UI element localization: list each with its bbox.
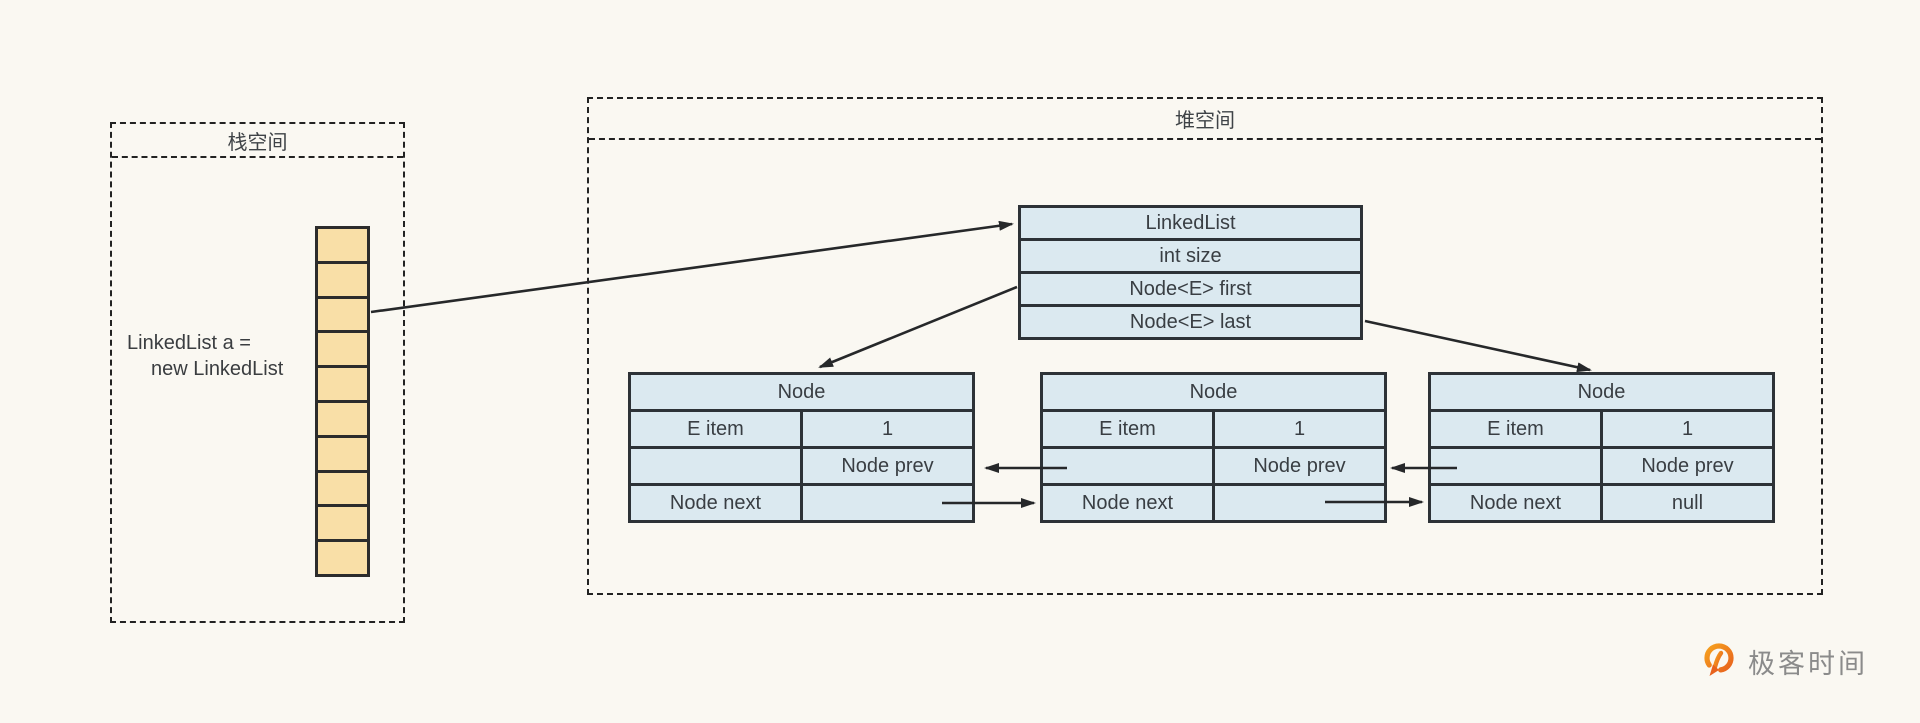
heap-space-title: 堆空间	[589, 99, 1821, 140]
stack-cell	[318, 263, 367, 296]
node1-next-label: Node next	[631, 486, 800, 520]
stack-frame-cells	[315, 226, 370, 577]
geektime-logo: 极客时间	[1700, 640, 1868, 682]
node2-item-value: 1	[1215, 412, 1384, 446]
node1-next-value	[803, 486, 972, 520]
linkedlist-object-table: LinkedList int size Node<E> first Node<E…	[1018, 205, 1363, 340]
stack-cell	[318, 402, 367, 435]
stack-variable-line1: LinkedList a =	[127, 332, 251, 354]
stack-cell	[318, 472, 367, 505]
node2-item-label: E item	[1043, 412, 1212, 446]
node1-title: Node	[631, 375, 972, 409]
geektime-brand-text: 极客时间	[1748, 648, 1868, 679]
stack-variable-label: LinkedList a = new LinkedList	[127, 330, 283, 382]
node2-next-value	[1215, 486, 1384, 520]
stack-space-title: 栈空间	[112, 124, 403, 158]
node3-next-label: Node next	[1431, 486, 1600, 520]
node2-prev-value	[1043, 449, 1212, 483]
node1-item-label: E item	[631, 412, 800, 446]
node3-item-label: E item	[1431, 412, 1600, 446]
node-table-1: Node E item 1 Node prev Node next	[628, 372, 975, 523]
node3-item-value: 1	[1603, 412, 1772, 446]
node2-prev-label: Node prev	[1215, 449, 1384, 483]
node-table-2: Node E item 1 Node prev Node next	[1040, 372, 1387, 523]
linkedlist-field-first: Node<E> first	[1021, 274, 1360, 304]
stack-cell	[318, 298, 367, 331]
node-table-3: Node E item 1 Node prev Node next null	[1428, 372, 1775, 523]
node1-item-value: 1	[803, 412, 972, 446]
node3-next-value: null	[1603, 486, 1772, 520]
stack-cell	[318, 368, 367, 400]
node3-prev-value	[1431, 449, 1600, 483]
node2-title: Node	[1043, 375, 1384, 409]
linkedlist-class-name: LinkedList	[1021, 208, 1360, 238]
stack-cell	[318, 507, 367, 540]
node1-prev-label: Node prev	[803, 449, 972, 483]
geektime-q-arrow-icon	[1704, 643, 1734, 676]
stack-cell	[318, 333, 367, 366]
node3-prev-label: Node prev	[1603, 449, 1772, 483]
linkedlist-field-last: Node<E> last	[1021, 307, 1360, 337]
stack-space-panel: 栈空间	[110, 122, 405, 623]
node2-next-label: Node next	[1043, 486, 1212, 520]
stack-cell	[318, 542, 367, 574]
stack-cell	[318, 437, 367, 470]
stack-variable-line2: new LinkedList	[151, 358, 284, 380]
stack-cell	[318, 229, 367, 261]
linkedlist-field-size: int size	[1021, 241, 1360, 271]
node1-prev-value	[631, 449, 800, 483]
node3-title: Node	[1431, 375, 1772, 409]
heap-space-panel: 堆空间	[587, 97, 1823, 595]
